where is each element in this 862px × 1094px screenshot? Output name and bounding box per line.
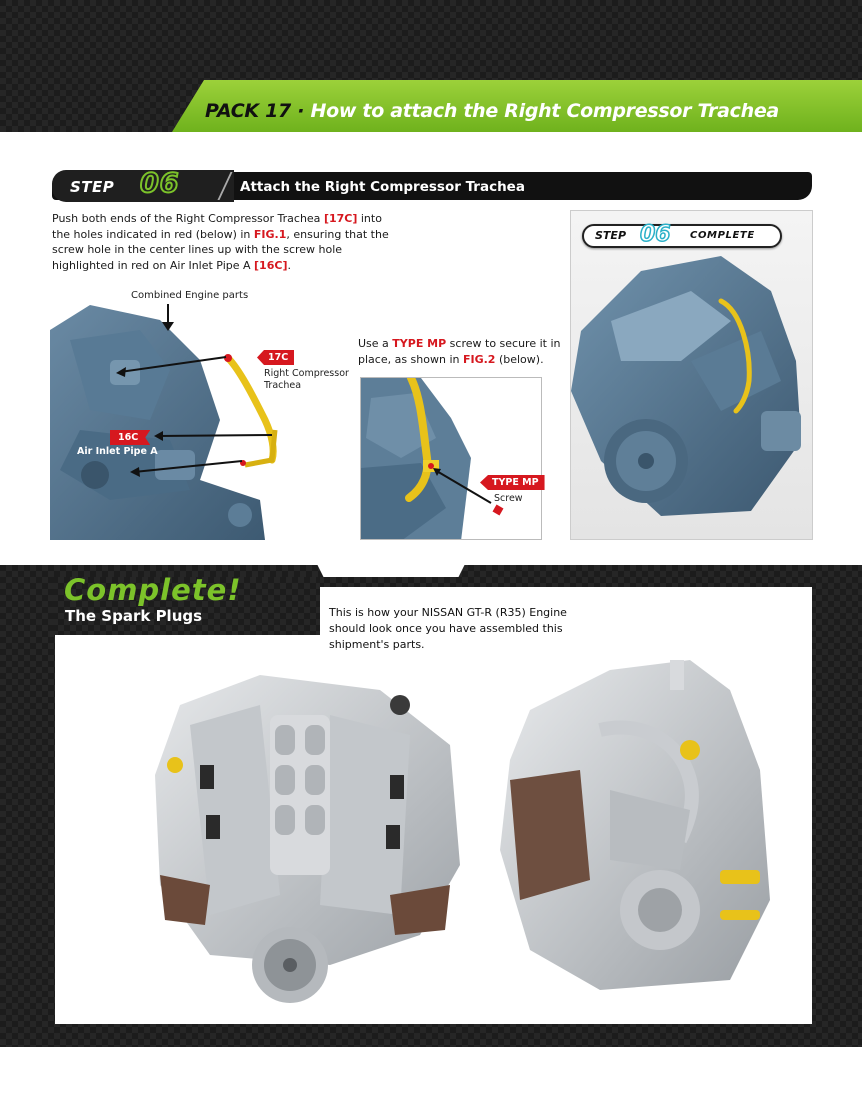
title-bar xyxy=(172,80,862,132)
label-17c-line-1: Right Compressor xyxy=(264,368,349,379)
tag-16c: 16C xyxy=(110,430,150,445)
header-band xyxy=(0,0,862,132)
title-text: How to attach the Right Compressor Trach… xyxy=(310,100,780,122)
complete-step-word: STEP xyxy=(595,229,627,242)
figure-1-engine-photo xyxy=(50,300,350,540)
page-title: PACK 17 · How to attach the Right Compre… xyxy=(205,100,779,122)
step-complete-badge xyxy=(582,224,782,248)
complete-heading-bg xyxy=(52,577,320,635)
fig-ref-1: FIG.1 xyxy=(253,227,287,241)
instr-text-1: Push both ends of the Right Compressor T… xyxy=(52,212,324,225)
title-separator: · xyxy=(290,100,311,122)
tag-type-mp: TYPE MP xyxy=(480,475,545,490)
engine-illustration xyxy=(50,305,278,540)
step-word: STEP xyxy=(70,178,115,196)
step-number: 06 xyxy=(139,168,180,200)
step-badge xyxy=(52,170,234,202)
assembled-engine-top-view xyxy=(155,675,460,1003)
tag-17c: 17C xyxy=(257,350,295,365)
label-17c-line-2: Trachea xyxy=(264,380,302,391)
instr-text-2: into the holes indicated in red (below) … xyxy=(52,212,382,241)
figure-2-text: Use a TYPE MP screw to secure it in plac… xyxy=(358,336,568,367)
complete-word: COMPLETE xyxy=(690,230,755,241)
part-ref-17c: [17C] xyxy=(323,212,358,225)
fig2-text-1: Use a xyxy=(358,337,393,350)
label-air-inlet-pipe-a: Air Inlet Pipe A xyxy=(77,446,158,457)
section-notch xyxy=(316,562,466,577)
fig2-text-2: screw to secure it in place, as shown in xyxy=(358,337,561,366)
complete-heading: Complete! xyxy=(64,573,242,607)
screw-type-ref: TYPE MP xyxy=(392,337,447,350)
assembled-engine-side-view xyxy=(500,660,770,990)
instr-text-4: . xyxy=(287,258,291,272)
instructions-text: Push both ends of the Right Compressor T… xyxy=(52,211,392,273)
part-ref-16c: [16C] xyxy=(254,258,288,272)
complete-step-number: 06 xyxy=(639,221,671,248)
pack-label: PACK 17 xyxy=(205,100,291,122)
combined-engine-label: Combined Engine parts xyxy=(131,290,249,301)
complete-subtitle: The Spark Plugs xyxy=(65,607,203,625)
step-complete-photo xyxy=(570,210,813,540)
complete-engine-illustration xyxy=(571,256,801,516)
figure-2-closeup-photo xyxy=(360,377,542,540)
step-title: Attach the Right Compressor Trachea xyxy=(240,179,525,195)
instr-text-3: , ensuring that the screw hole in the ce… xyxy=(52,227,389,272)
fig2-text-3: (below). xyxy=(495,352,544,366)
label-screw: Screw xyxy=(494,493,523,504)
final-description: This is how your NISSAN GT-R (R35) Engin… xyxy=(329,606,567,651)
closeup-illustration xyxy=(361,378,541,539)
down-arrow-icon xyxy=(162,304,174,331)
fig-ref-2: FIG.2 xyxy=(462,352,496,366)
